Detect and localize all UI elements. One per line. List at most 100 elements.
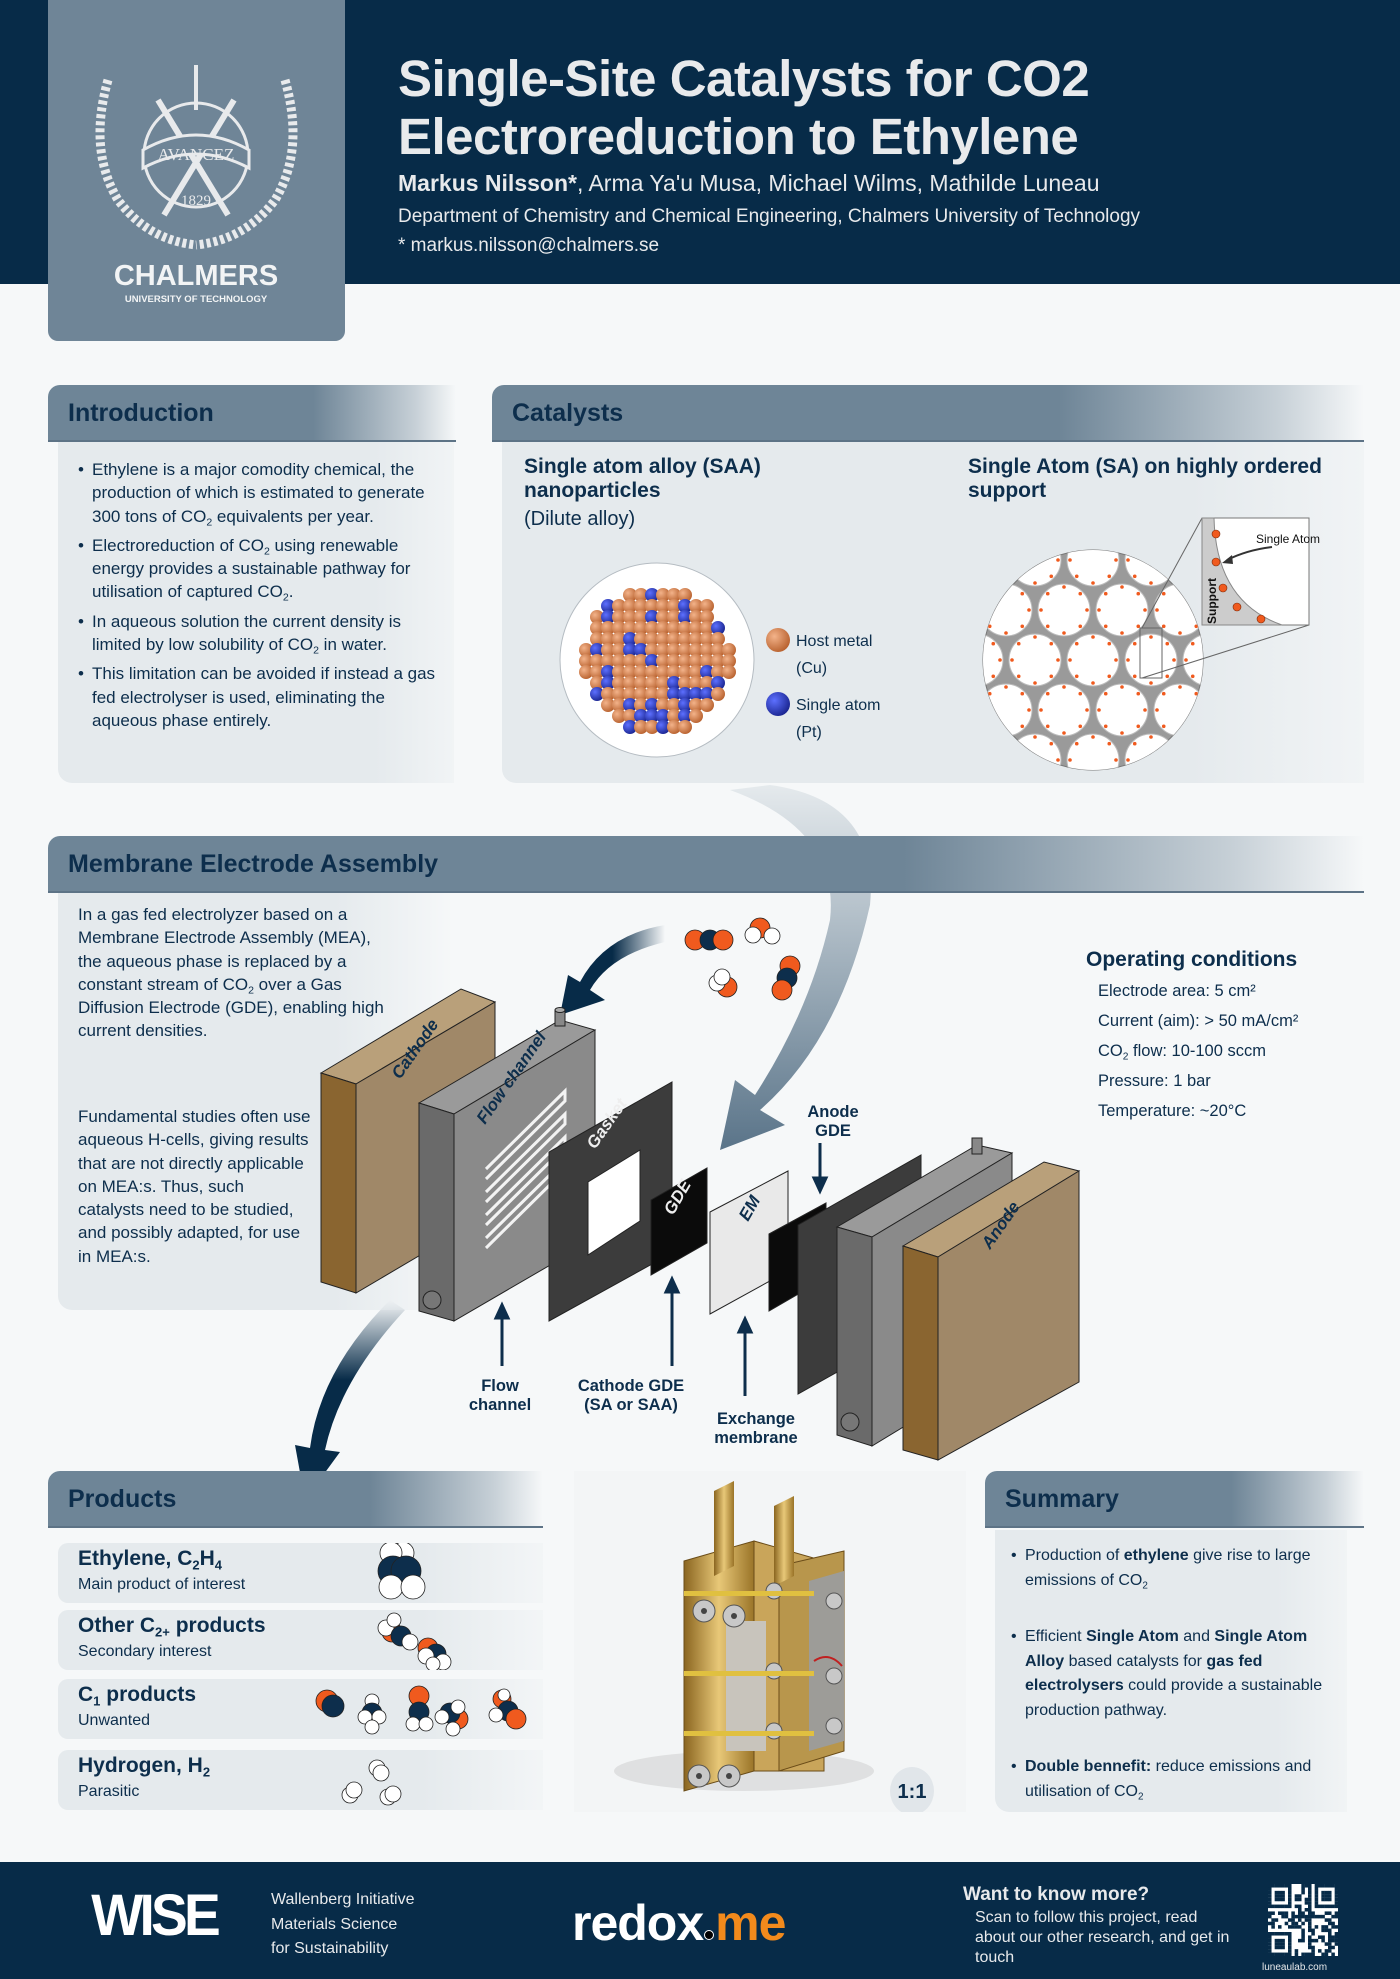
- atom-sphere: [590, 665, 604, 679]
- single-atom-dot: [1107, 741, 1112, 746]
- operating-condition: Temperature: ~20°C: [1098, 1102, 1247, 1120]
- pore: [1037, 683, 1091, 737]
- legend-host-metal-detail: (Cu): [796, 660, 827, 677]
- atom-sphere: [700, 632, 714, 646]
- atom-sphere: [678, 610, 692, 624]
- summary-bullet: Double bennefit: reduce emissions and ut…: [1009, 1755, 1329, 1804]
- atom-sphere: [667, 599, 681, 613]
- anode-plate: [901, 1161, 1081, 1461]
- product-item-c1: C1 products Unwanted: [58, 1679, 543, 1739]
- atom-sphere: [678, 632, 692, 646]
- products-title: Products: [68, 1485, 177, 1513]
- pointer-arrows: [493, 1143, 829, 1396]
- atom-sphere: [700, 676, 714, 690]
- atom-sphere: [722, 643, 736, 657]
- introduction-bullets: Ethylene is a major comodity chemical, t…: [76, 458, 446, 732]
- atom-sphere: [645, 687, 659, 701]
- title-line-2: Electroreduction to Ethylene: [398, 108, 1079, 165]
- single-atom-dot: [991, 674, 996, 679]
- single-atom-dot: [1184, 658, 1188, 662]
- atom-sphere: [612, 599, 626, 613]
- single-atom-dot: [1049, 641, 1054, 646]
- inset-support-label: Support: [1205, 578, 1219, 624]
- atom-sphere: [700, 687, 714, 701]
- atom-sphere: [656, 654, 670, 668]
- pore: [983, 633, 1004, 687]
- single-atom-dot: [1016, 641, 1021, 646]
- single-atom-dot: [1126, 758, 1130, 762]
- summary-body: Production of ethylene give rise to larg…: [995, 1530, 1347, 1812]
- atom-sphere: [634, 665, 648, 679]
- summary-title: Summary: [1005, 1485, 1119, 1513]
- seal-year: 1829: [181, 193, 211, 209]
- footer: WISE Wallenberg Initiative Materials Sci…: [0, 1862, 1400, 1979]
- wise-line-2: Materials Science: [271, 1915, 398, 1933]
- atom-sphere: [623, 676, 637, 690]
- single-atom-dot: [1062, 631, 1066, 635]
- pore: [1066, 550, 1120, 587]
- single-atom-dot: [987, 691, 992, 696]
- pore: [1008, 633, 1062, 687]
- atom-sphere: [612, 621, 626, 635]
- atom-sphere: [678, 720, 692, 734]
- atom-sphere: [667, 720, 681, 734]
- atom-sphere: [689, 632, 703, 646]
- wise-logo: WISE: [91, 1883, 220, 1948]
- atom-sphere: [656, 665, 670, 679]
- atom-sphere: [634, 654, 648, 668]
- single-atom-dot: [1074, 641, 1079, 646]
- atom-sphere: [689, 698, 703, 712]
- seal-motto: AVANCEZ: [158, 145, 235, 164]
- atom-sphere: [700, 698, 714, 712]
- single-atom-dot: [1114, 558, 1118, 562]
- single-atom-dot: [1020, 724, 1025, 729]
- atom-sphere: [612, 698, 626, 712]
- mea-title: Membrane Electrode Assembly: [68, 850, 439, 878]
- atom-sphere: [623, 632, 637, 646]
- atom-sphere: [579, 665, 593, 679]
- single-atom-dot: [1120, 685, 1124, 689]
- atom-sphere: [667, 621, 681, 635]
- poster-title: Single-Site Catalysts for CO2 Electrored…: [398, 50, 1358, 166]
- atom-sphere: [711, 621, 725, 635]
- atom-sphere: [601, 610, 615, 624]
- contact-email[interactable]: * markus.nilsson@chalmers.se: [398, 235, 660, 256]
- product-note: Unwanted: [78, 1712, 151, 1729]
- atom-sphere: [634, 621, 648, 635]
- single-atom-dot: [1103, 591, 1108, 596]
- atom-sphere: [656, 643, 670, 657]
- single-atom-legend-icon: [766, 692, 790, 716]
- exchange-membrane-caption-1: Exchange: [717, 1410, 795, 1428]
- atom-sphere: [711, 676, 725, 690]
- atom-sphere: [678, 643, 692, 657]
- atom-sphere: [700, 665, 714, 679]
- atom-sphere: [623, 709, 637, 723]
- single-atom-dot: [1161, 724, 1166, 729]
- single-atom-dot: [1103, 724, 1108, 729]
- atom-sphere: [601, 665, 615, 679]
- atom-sphere: [656, 632, 670, 646]
- atom-sphere: [645, 720, 659, 734]
- single-atom-dot: [1114, 658, 1118, 662]
- chalmers-seal-icon: [95, 65, 298, 250]
- product-name: C1 products: [78, 1683, 197, 1709]
- atom-sphere: [623, 643, 637, 657]
- atom-sphere: [612, 687, 626, 701]
- atom-sphere: [590, 621, 604, 635]
- qr-caption[interactable]: luneaulab.com: [1262, 1962, 1328, 1973]
- product-item-ethylene: Ethylene, C2H4 Main product of interest: [58, 1543, 543, 1603]
- atom-sphere: [656, 709, 670, 723]
- single-atom-dot: [1149, 581, 1153, 585]
- qr-code-icon[interactable]: [1268, 1884, 1338, 1956]
- single-atom-dot: [1126, 558, 1130, 562]
- atom-sphere: [711, 643, 725, 657]
- atom-sphere: [623, 599, 637, 613]
- operating-conditions-title: Operating conditions: [1086, 948, 1298, 971]
- atom-sphere: [678, 698, 692, 712]
- single-atom-dot: [1161, 624, 1166, 629]
- pore: [1182, 633, 1203, 687]
- single-atom-dot: [1010, 658, 1014, 662]
- single-atom-dot: [1074, 574, 1079, 579]
- flow-channel-caption-2: channel: [469, 1396, 531, 1414]
- atom-sphere: [634, 676, 648, 690]
